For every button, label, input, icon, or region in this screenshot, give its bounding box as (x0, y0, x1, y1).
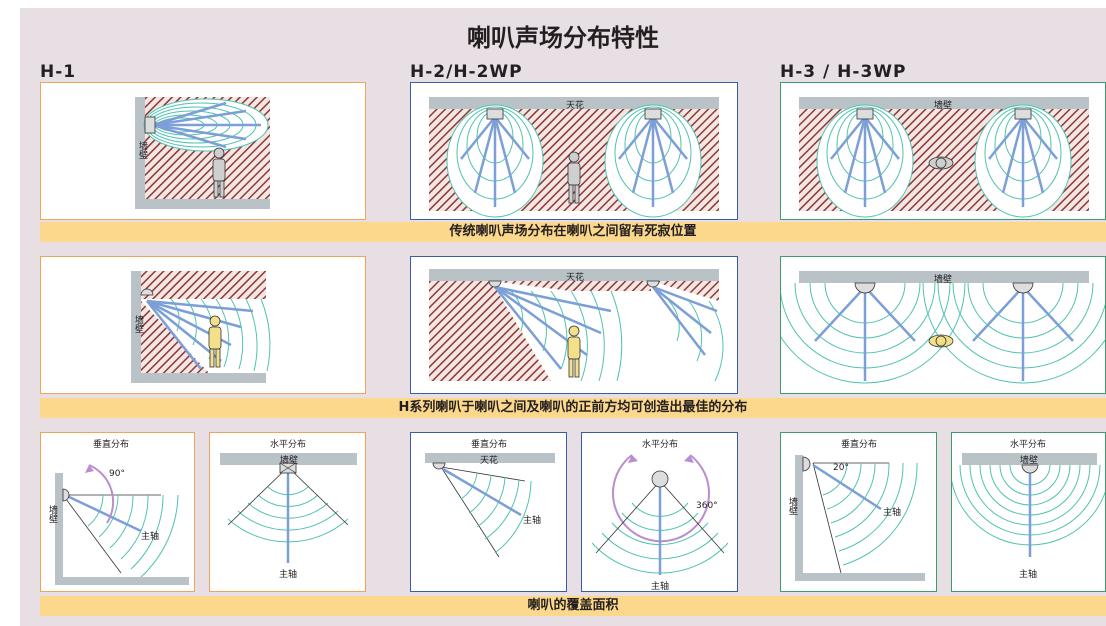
ceiling-label: 天花 (479, 456, 498, 466)
model-h1-heading: H-1 (40, 62, 77, 82)
h3-horizontal-coverage: 水平分布 墙壁 主轴 (951, 432, 1106, 592)
page-title: 喇叭声场分布特性 (467, 24, 659, 52)
ceiling-label: 天花 (565, 273, 584, 283)
wall-label: 墙壁 (47, 505, 57, 523)
angle-20-label: 20° (833, 463, 849, 473)
ceiling-label: 天花 (565, 101, 584, 111)
horizontal-distribution-title: 水平分布 (641, 440, 678, 450)
h1-improved-diagram: 墙壁 (40, 256, 366, 394)
h1-horizontal-coverage: 水平分布 墙壁 主轴 (209, 432, 366, 592)
wall-label: 墙壁 (933, 101, 952, 111)
main-axis-label: 主轴 (523, 516, 542, 526)
h3-improved-diagram: 墙壁 (780, 256, 1106, 394)
h2-horizontal-coverage: 水平分布 360° 主轴 (581, 432, 738, 592)
wall-label: 墙壁 (933, 275, 952, 285)
vertical-distribution-title: 垂直分布 (840, 440, 877, 450)
band-h-series-distribution: H系列喇叭于喇叭之间及喇叭的正前方均可创造出最佳的分布 (40, 398, 1106, 418)
vertical-distribution-title: 垂直分布 (92, 440, 129, 450)
band-traditional-distribution: 传统喇叭声场分布在喇叭之间留有死寂位置 (40, 222, 1106, 242)
h2-vertical-coverage: 垂直分布 天花 主轴 (410, 432, 567, 592)
horizontal-distribution-title: 水平分布 (269, 440, 306, 450)
wall-label: 墙壁 (137, 141, 147, 159)
angle-90-label: 90° (109, 469, 125, 479)
model-h2-heading: H-2/H-2WP (410, 62, 523, 82)
h3-traditional-diagram: 墙壁 (780, 82, 1106, 220)
horizontal-distribution-title: 水平分布 (1009, 440, 1046, 450)
h1-vertical-coverage: 垂直分布 90° 主轴 墙壁 (40, 432, 195, 592)
h2-improved-diagram: 天花 (410, 256, 738, 394)
wall-label: 墙壁 (1019, 456, 1038, 466)
main-axis-label: 主轴 (278, 570, 297, 580)
main-axis-label: 主轴 (650, 582, 669, 592)
h3-vertical-coverage: 垂直分布 20° 主轴 墙壁 (780, 432, 937, 592)
main-axis-label: 主轴 (141, 532, 160, 542)
model-h3-heading: H-3 / H-3WP (780, 62, 907, 82)
angle-360-label: 360° (696, 501, 718, 511)
wall-label: 墙壁 (279, 456, 298, 466)
h2-traditional-diagram: 天花 (410, 82, 738, 220)
wall-label: 墙壁 (787, 497, 797, 515)
band-coverage-area: 喇叭的覆盖面积 (40, 596, 1106, 616)
main-axis-label: 主轴 (883, 508, 902, 518)
h1-traditional-diagram: 墙壁 (40, 82, 366, 220)
wall-label: 墙壁 (133, 315, 143, 333)
main-axis-label: 主轴 (1018, 570, 1037, 580)
vertical-distribution-title: 垂直分布 (470, 440, 507, 450)
